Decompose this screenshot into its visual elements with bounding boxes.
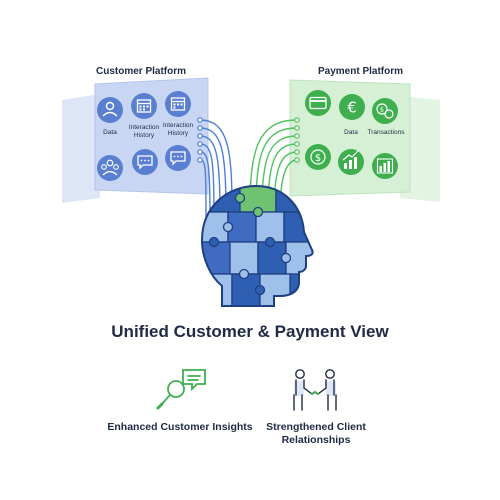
- bar-chart-icon: [372, 153, 398, 179]
- svg-text:$: $: [315, 153, 321, 164]
- payment-caption-transactions: Transactions: [367, 129, 405, 136]
- customer-panel-back: [62, 94, 100, 203]
- calendar-icon: [131, 93, 157, 119]
- growth-chart-icon: [338, 149, 364, 175]
- customer-caption-data: Data: [103, 129, 117, 136]
- page-title: Unified Customer & Payment View: [111, 322, 389, 341]
- magnifier-chat-icon: [156, 369, 206, 410]
- customer-caption-interaction-history-2: Interaction History: [162, 122, 194, 137]
- svg-text:$: $: [380, 106, 384, 114]
- payment-platform-label: Payment Platform: [318, 66, 404, 77]
- puzzle-head: [200, 184, 314, 307]
- dollar-icon: $: [305, 144, 331, 170]
- message-icon: [165, 145, 191, 171]
- euro-icon: €: [339, 94, 365, 120]
- credit-card-icon: [305, 90, 331, 116]
- calendar-history-icon: [165, 91, 191, 117]
- chat-bubble-icon: [132, 149, 158, 175]
- group-users-icon: [97, 155, 123, 181]
- svg-text:€: €: [347, 99, 357, 117]
- customer-caption-interaction-history-1: Interaction History: [128, 124, 160, 139]
- customer-platform-label: Customer Platform: [96, 66, 187, 77]
- user-data-icon: [97, 97, 123, 123]
- benefit-client-relationships-label: Strengthened Client Relationships: [266, 421, 366, 446]
- coins-dollar-icon: $: [372, 98, 398, 124]
- benefit-enhanced-insights-label: Enhanced Customer Insights: [107, 421, 253, 433]
- payment-caption-data: Data: [344, 129, 358, 136]
- handshake-icon: [293, 369, 337, 411]
